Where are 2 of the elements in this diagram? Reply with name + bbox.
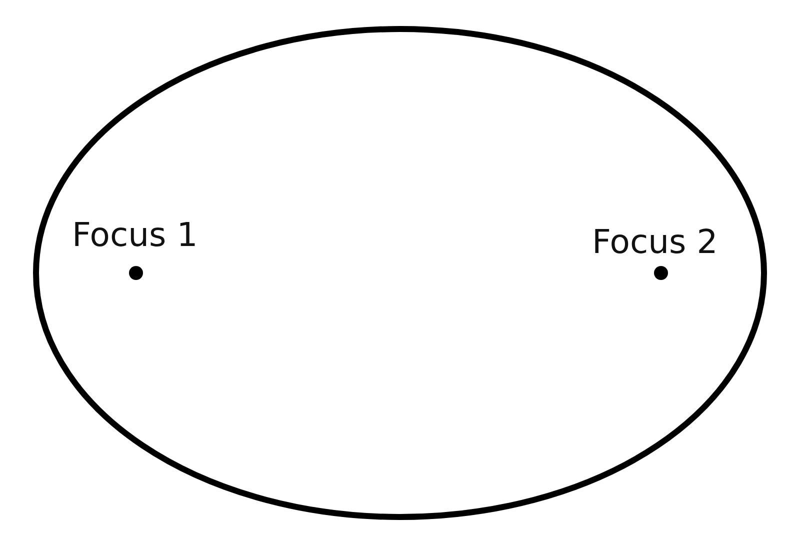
focus-label: Focus 2 [592, 225, 718, 258]
focus-label: Focus 1 [72, 218, 198, 251]
